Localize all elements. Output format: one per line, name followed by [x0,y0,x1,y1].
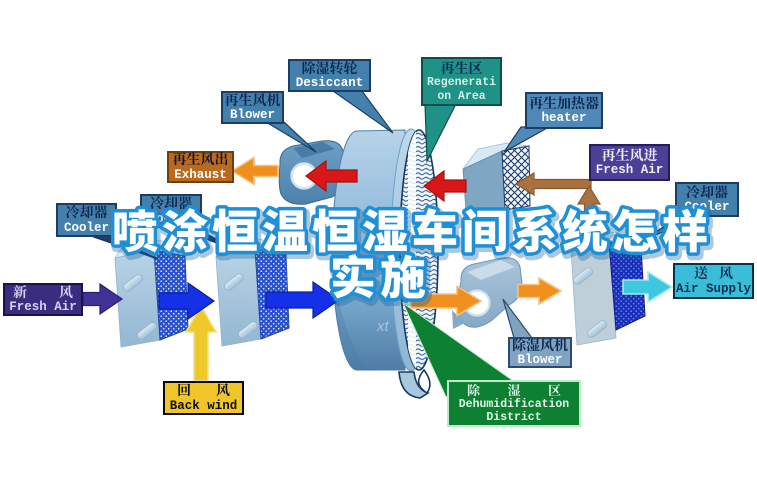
label-cooler-right-en: Cooler [684,200,730,215]
ahu1-handle-2 [137,322,157,340]
label-fresh-air-zh: 新风 [13,281,73,302]
ahu1-handle-1 [123,274,143,292]
label-dehumid-blower-zh: 除湿风机 [512,334,568,355]
heater-box-coil-face [501,145,531,211]
label-regen-area-zh: 再生区 [440,58,483,79]
label-desiccant-zh: 除湿转轮 [301,57,358,78]
flow-arrow-dfan-to-unit [517,276,563,306]
label-regen-area-en1: Regenerati [426,76,496,90]
page-title-line2: 实施 [330,242,430,308]
label-heater-en: heater [541,111,587,126]
flow-arrow-exhaust [230,156,279,186]
supply-unit-front-face [570,241,617,346]
label-regen-blower-zh: 再生风机 [224,89,281,110]
label-desiccant-en: Desiccant [295,76,364,91]
label-exhaust-zh: 再生风出 [172,149,229,170]
flow-arrow-ahu2-wheel [265,280,341,320]
flow-arrow-wheel-to-fan [305,159,358,193]
label-dehumid-district-en2: District [486,411,542,425]
flow-arrow-fresh-up [576,184,602,236]
duct-elbow [398,368,431,399]
label-regen-blower-en: Blower [229,108,275,123]
wheel-body [332,129,406,371]
ahu2-handle-2 [238,321,258,339]
dehumid-fan-top-facet [467,260,515,280]
flow-arrow-heater-in [514,171,592,197]
label-air-supply-zh: 送风 [694,263,733,284]
label-cooler-left-zh: 冷却器 [65,202,108,223]
supply-unit-handle-1 [573,267,593,285]
heater-box [462,142,531,212]
label-back-wind-en: Back wind [169,398,238,413]
label-dehumid-district-zh: 除湿区 [467,380,561,400]
duct-elbow-band [398,371,430,399]
flow-arrow-air-supply [622,270,674,304]
flow-arrow-wheel-to-dfan [410,285,483,317]
label-regen-fresh-air-zh: 再生风进 [601,144,658,165]
label-dehumid-district-en1: Dehumidification [458,397,570,411]
label-cooler-left2-en: Cooler [148,211,194,226]
supply-unit-handle-2 [587,320,607,338]
label-fresh-air-en: Fresh Air [9,300,77,315]
flow-arrow-ahu1-ahu2 [158,281,216,321]
label-exhaust-en: Exhaust [174,167,227,182]
wheel-body-shading [332,262,380,370]
label-back-wind-zh: 回风 [177,380,230,401]
watermark: xt [376,318,390,335]
label-dehumid-blower-en: Blower [517,353,563,368]
duct-elbow-loop [417,368,431,395]
page-title-line1: 喷涂恒温恒湿车间系统怎样 [112,196,712,262]
label-cooler-left2-zh: 冷却器 [150,193,192,214]
label-air-supply-en: Air Supply [675,281,751,296]
label-cooler-left-en: Cooler [63,220,109,235]
dehumid-fan [452,257,523,329]
wheel-face-highlight [408,130,416,370]
page-title-line2-shadow: 实施 [332,245,432,311]
dehumid-fan-outlet [452,310,465,329]
label-heater-zh: 再生加热器 [529,92,599,113]
label-regen-area-en2: on Area [437,89,486,103]
flow-arrow-return-air [184,304,218,382]
ahu-box-2 [215,238,291,347]
label-regen-fresh-air-en: Fresh Air [595,163,664,178]
ahu2-handle-1 [224,273,244,291]
flow-arrow-fresh-air-in [82,282,124,316]
flow-arrow-heater-to-wheel [423,169,467,203]
label-cooler-right-zh: 冷却器 [686,181,728,202]
page-title-line1-shadow: 喷涂恒温恒湿车间系统怎样 [114,199,714,265]
page-title-group: 喷涂恒温恒湿车间系统怎样 实施 喷涂恒温恒湿车间系统怎样 实施 [109,193,716,317]
